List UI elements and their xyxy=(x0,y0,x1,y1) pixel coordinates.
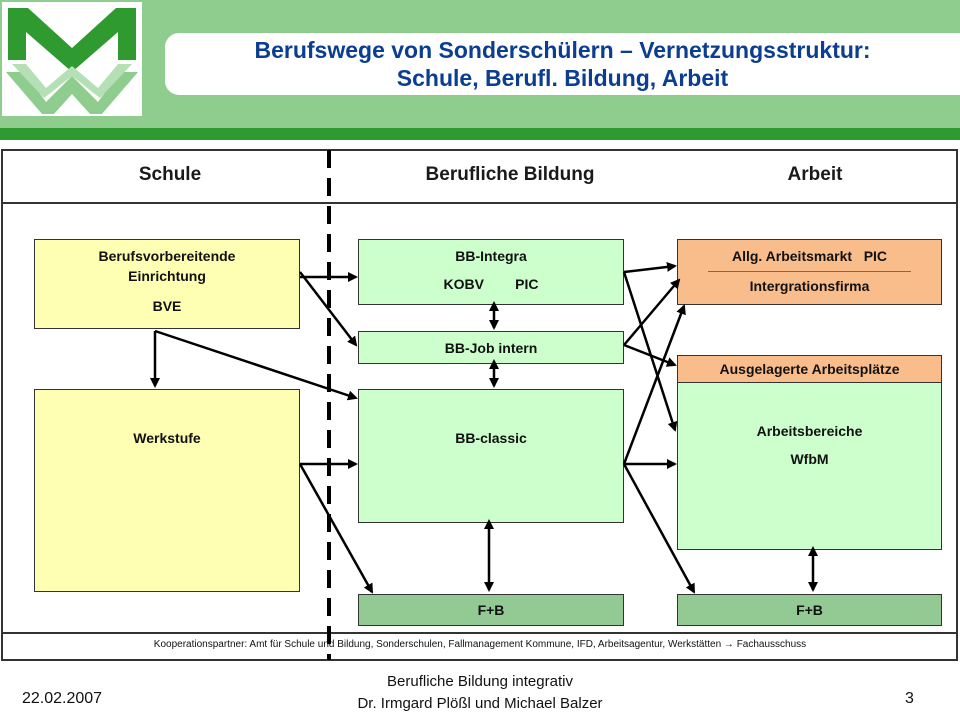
title-line-1: Berufswege von Sonderschülern – Vernetzu… xyxy=(254,37,871,63)
box-arbeitsmarkt: Allg. Arbeitsmarkt PIC Intergrationsfirm… xyxy=(677,239,942,305)
box-bb-job-intern-label: BB-Job intern xyxy=(444,340,538,356)
footer-date: 22.02.2007 xyxy=(22,690,103,707)
header-divider xyxy=(0,128,960,140)
box-arbeitsmarkt-line-1: Allg. Arbeitsmarkt PIC xyxy=(731,248,888,264)
box-bb-classic: BB-classic xyxy=(358,389,624,523)
box-fb-left: F+B xyxy=(358,594,624,626)
box-bb-integra: BB-Integra KOBV PIC xyxy=(358,239,624,305)
box-bb-integra-line-2: KOBV PIC xyxy=(443,276,539,292)
box-fb-left-label: F+B xyxy=(477,602,505,618)
diagram-frame xyxy=(1,149,958,661)
box-werkstufe-label: Werkstufe xyxy=(133,430,201,446)
arrow-integra-arbeitsmarkt xyxy=(623,261,677,274)
arrow-jobintern-ausgelagerte xyxy=(623,343,677,367)
box-arbeitsbereiche-line-1: Arbeitsbereiche xyxy=(756,423,863,439)
box-bve-line-3: BVE xyxy=(152,298,182,314)
box-bve-line-1: Berufsvorbereitende xyxy=(98,248,236,264)
footer-credits: Berufliche Bildung integrativ Dr. Irmgar… xyxy=(300,671,660,715)
column-header-arbeit: Arbeit xyxy=(787,164,843,185)
arrow-classic-fb-right xyxy=(622,463,696,594)
box-bve: Berufsvorbereitende Einrichtung BVE xyxy=(34,239,300,329)
box-bve-line-2: Einrichtung xyxy=(128,268,206,284)
box-fb-right-label: F+B xyxy=(796,602,823,618)
arrow-bve-classic xyxy=(154,329,358,401)
box-werkstufe: Werkstufe xyxy=(34,389,300,592)
page-number: 3 xyxy=(905,690,914,707)
arrow-jobintern-arbeitsmarkt xyxy=(623,278,681,346)
box-arbeitsmarkt-line-2: Intergrationsfirma xyxy=(749,278,870,294)
box-bb-classic-label: BB-classic xyxy=(455,430,527,446)
box-arbeitsbereiche: Arbeitsbereiche WfbM xyxy=(677,382,942,550)
partners-divider xyxy=(1,632,958,634)
arrow-werkstufe-fb xyxy=(298,463,374,594)
box-arbeitsbereiche-line-2: WfbM xyxy=(790,451,829,467)
page-title: Berufswege von Sonderschülern – Vernetzu… xyxy=(254,36,870,92)
arrow-bve-jobintern xyxy=(299,271,358,347)
logo-icon xyxy=(2,2,142,116)
box-bb-integra-line-1: BB-Integra xyxy=(455,248,527,264)
footer-line-2: Dr. Irmgard Plößl und Michael Balzer xyxy=(357,695,603,712)
box-arbeitsmarkt-divider xyxy=(708,271,911,272)
footer-line-1: Berufliche Bildung integrativ xyxy=(387,673,573,690)
title-box: Berufswege von Sonderschülern – Vernetzu… xyxy=(165,33,960,95)
column-header-berufliche-bildung: Berufliche Bildung xyxy=(425,164,595,185)
arrow-integra-ausgelagerte xyxy=(622,271,678,432)
title-line-2: Schule, Berufl. Bildung, Arbeit xyxy=(396,65,729,91)
arrow-classic-arbeitsmarkt xyxy=(622,304,686,465)
column-header-schule: Schule xyxy=(138,164,202,185)
box-ausgelagerte-label: Ausgelagerte Arbeitsplätze xyxy=(719,361,900,377)
box-bb-job-intern: BB-Job intern xyxy=(358,331,624,364)
box-fb-right: F+B xyxy=(677,594,942,626)
cooperation-partners: Kooperationspartner: Amt für Schule und … xyxy=(153,639,807,650)
column-header-divider xyxy=(1,202,958,204)
